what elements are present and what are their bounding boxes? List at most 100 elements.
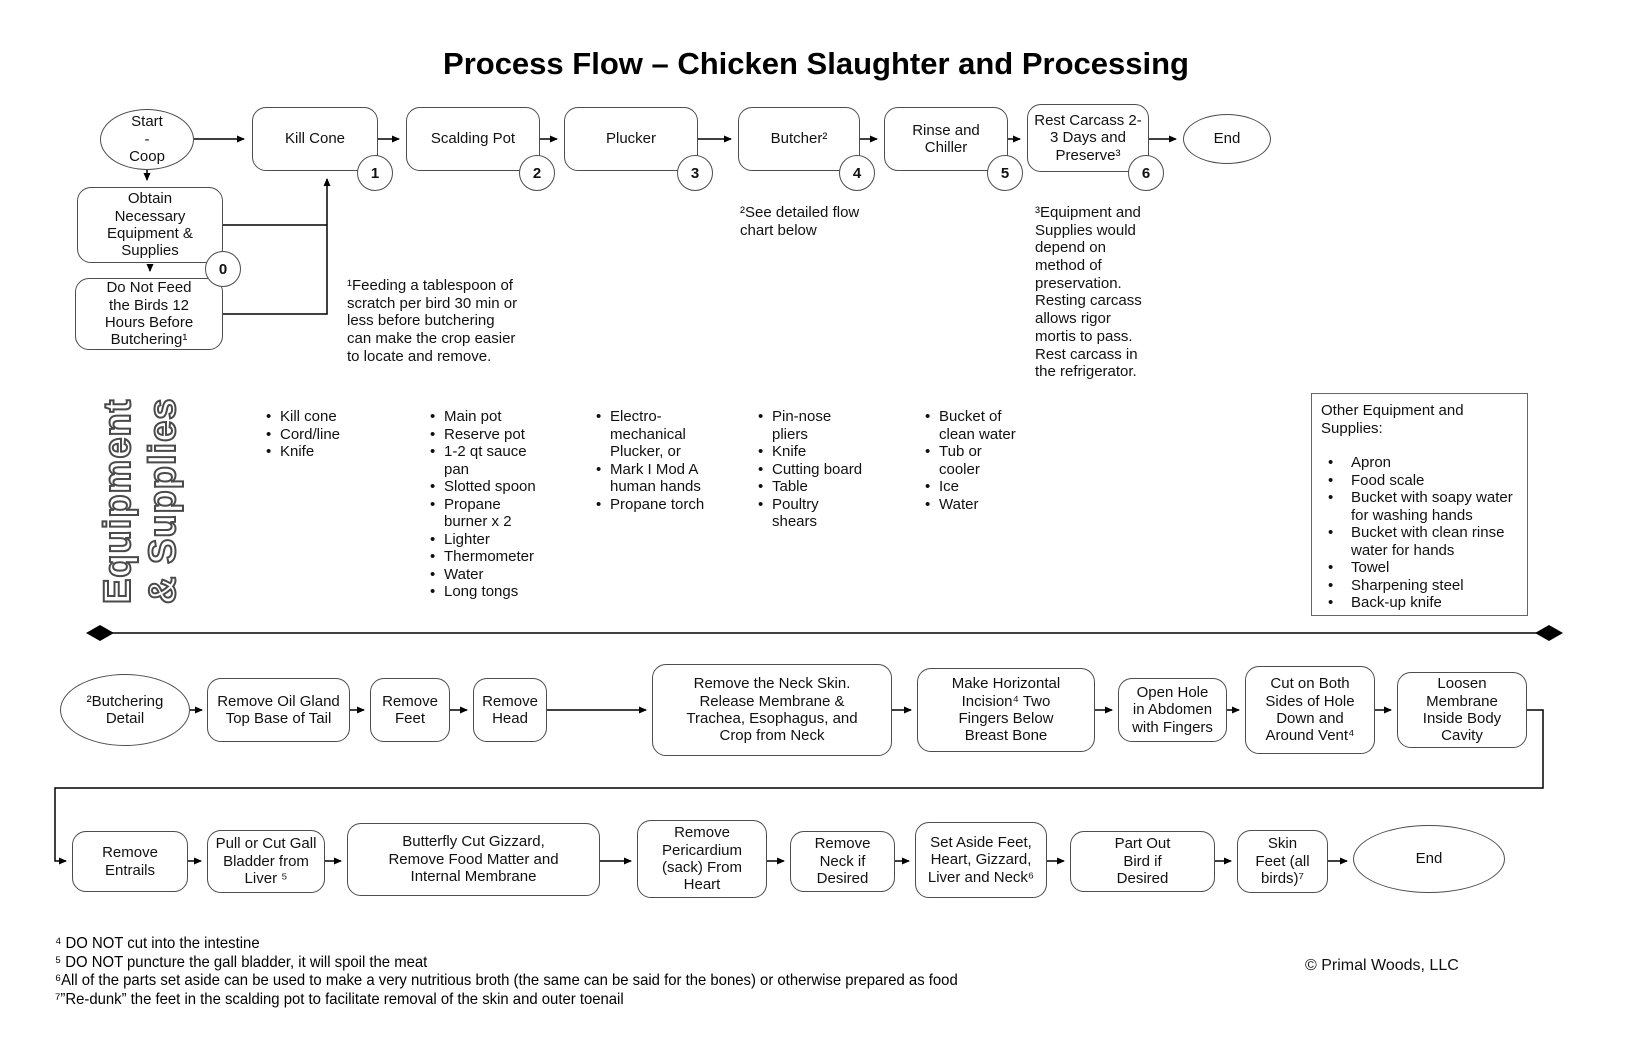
step-label: Cut on Both Sides of Hole Down and Aroun…: [1265, 675, 1355, 745]
step-label: Remove Head: [482, 692, 538, 727]
footnote-gall-bladder: ⁵ DO NOT puncture the gall bladder, it w…: [55, 953, 428, 971]
flow-step-rest-carcass: Rest Carcass 2-3 Days and Preserve³: [1027, 104, 1149, 172]
detail-step-cut-around-vent: Cut on Both Sides of Hole Down and Aroun…: [1245, 666, 1375, 754]
step-label: Scalding Pot: [430, 130, 516, 148]
step-label: Rest Carcass 2-3 Days and Preserve³: [1034, 111, 1142, 164]
page-title: Process Flow – Chicken Slaughter and Pro…: [443, 46, 1189, 81]
list-item: Towel: [1321, 559, 1521, 577]
step-label: Part Out Bird if Desired: [1114, 835, 1171, 888]
step-label: Butterfly Cut Gizzard, Remove Food Matte…: [388, 833, 559, 886]
step-label: Kill Cone: [284, 130, 346, 148]
list-item: Lighter: [428, 531, 540, 549]
list-item: Pin-nose pliers: [756, 408, 864, 443]
list-item: 1-2 qt sauce pan: [428, 443, 540, 478]
start-label: Start - Coop: [129, 113, 165, 166]
step-label: Make Horizontal Incision⁴ Two Fingers Be…: [951, 675, 1061, 745]
list-item: Water: [923, 496, 1026, 514]
step-label: Butcher²: [770, 130, 828, 148]
list-item: Sharpening steel: [1321, 577, 1521, 595]
equipment-list-plucker: Electro-mechanical Plucker, or Mark I Mo…: [594, 408, 708, 513]
butchering-detail-start-node: ²Butchering Detail: [60, 674, 190, 746]
detail-step-remove-entrails: Remove Entrails: [72, 831, 188, 892]
step-label: Plucker: [605, 130, 657, 148]
step-number-badge: 2: [519, 155, 555, 191]
step-label: Remove Pericardium (sack) From Heart: [661, 824, 743, 894]
list-item: Bucket with clean rinse water for hands: [1321, 524, 1521, 559]
step-number-badge: 0: [205, 251, 241, 287]
step-label: Remove Feet: [382, 692, 438, 727]
detail-step-butterfly-gizzard: Butterfly Cut Gizzard, Remove Food Matte…: [347, 823, 600, 896]
step-label: Remove Entrails: [102, 844, 158, 879]
flow-step-rinse-chiller: Rinse and Chiller: [884, 107, 1008, 171]
list-item: Thermometer: [428, 548, 540, 566]
list-item: Reserve pot: [428, 426, 540, 444]
list-item: Water: [428, 566, 540, 584]
list-item: Propane torch: [594, 496, 708, 514]
footnote-broth: ⁶All of the parts set aside can be used …: [55, 972, 958, 989]
list-item: Apron: [1321, 454, 1521, 472]
detail-step-open-hole: Open Hole in Abdomen with Fingers: [1118, 678, 1227, 742]
list-item: Back-up knife: [1321, 594, 1521, 612]
detail-step-horizontal-incision: Make Horizontal Incision⁴ Two Fingers Be…: [917, 668, 1095, 752]
equipment-list-kill-cone: Kill cone Cord/line Knife: [264, 408, 384, 461]
other-equipment-title: Other Equipment and Supplies:: [1321, 402, 1464, 437]
list-item: Cord/line: [264, 426, 384, 444]
step-number-badge: 6: [1128, 155, 1164, 191]
separator-diamond-ends: [86, 625, 1563, 641]
step-label: Remove Neck if Desired: [814, 835, 871, 888]
footnote-preservation: ³Equipment and Supplies would depend on …: [1035, 204, 1142, 381]
detail-step-remove-pericardium: Remove Pericardium (sack) From Heart: [637, 820, 767, 898]
detail-step-loosen-membrane: Loosen Membrane Inside Body Cavity: [1397, 672, 1527, 748]
footnote-feeding: ¹Feeding a tablespoon of scratch per bir…: [347, 277, 518, 365]
list-item: Mark I Mod A human hands: [594, 461, 708, 496]
start-node: Start - Coop: [100, 109, 194, 170]
equipment-label-line2: & Supplies: [141, 397, 185, 605]
step-label: Set Aside Feet, Heart, Gizzard, Liver an…: [927, 833, 1035, 886]
copyright: © Primal Woods, LLC: [1305, 957, 1459, 974]
end-node-main: End: [1183, 114, 1271, 164]
list-item: Main pot: [428, 408, 540, 426]
detail-step-remove-neck-skin: Remove the Neck Skin. Release Membrane &…: [652, 664, 892, 756]
list-item: Food scale: [1321, 472, 1521, 490]
list-item: Poultry shears: [756, 496, 864, 531]
detail-step-skin-feet: Skin Feet (all birds)⁷: [1237, 830, 1328, 893]
detail-step-set-aside-parts: Set Aside Feet, Heart, Gizzard, Liver an…: [915, 822, 1047, 898]
prep-box-do-not-feed: Do Not Feed the Birds 12 Hours Before Bu…: [75, 278, 223, 350]
step-label: Open Hole in Abdomen with Fingers: [1132, 683, 1213, 736]
other-equipment-box: Other Equipment and Supplies: Apron Food…: [1311, 393, 1528, 616]
list-item: Knife: [264, 443, 384, 461]
flow-step-kill-cone: Kill Cone: [252, 107, 378, 171]
step-number-badge: 4: [839, 155, 875, 191]
step-number-badge: 3: [677, 155, 713, 191]
step-label: Rinse and Chiller: [912, 121, 980, 156]
start-label: ²Butchering Detail: [86, 692, 164, 727]
list-item: Ice: [923, 478, 1026, 496]
detail-step-gall-bladder: Pull or Cut Gall Bladder from Liver ⁵: [207, 830, 325, 893]
footnote-redunk: ⁷”Re-dunk” the feet in the scalding pot …: [55, 990, 624, 1008]
step-number-badge: 1: [357, 155, 393, 191]
footnote-see-detail: ²See detailed flow chart below: [740, 204, 860, 239]
equipment-label-line1: Equipment: [96, 398, 140, 605]
list-item: Bucket with soapy water for washing hand…: [1321, 489, 1521, 524]
list-item: Knife: [756, 443, 864, 461]
list-item: Electro-mechanical Plucker, or: [594, 408, 708, 461]
flow-step-butcher: Butcher²: [738, 107, 860, 171]
detail-step-remove-oil-gland: Remove Oil Gland Top Base of Tail: [207, 678, 350, 742]
detail-step-part-out-bird: Part Out Bird if Desired: [1070, 831, 1215, 892]
equipment-list-rinse: Bucket of clean water Tub or cooler Ice …: [923, 408, 1026, 513]
prep-box-obtain-equipment: Obtain Necessary Equipment & Supplies: [77, 187, 223, 263]
flow-step-scalding-pot: Scalding Pot: [406, 107, 540, 171]
detail-step-remove-neck: Remove Neck if Desired: [790, 831, 895, 892]
list-item: Slotted spoon: [428, 478, 540, 496]
end-label: End: [1415, 850, 1443, 868]
equipment-list-butcher: Pin-nose pliers Knife Cutting board Tabl…: [756, 408, 864, 531]
detail-step-remove-head: Remove Head: [473, 678, 547, 742]
bottom-footnotes: ⁴ DO NOT cut into the intestine ⁵ DO NOT…: [55, 935, 958, 1009]
end-node-detail: End: [1353, 825, 1505, 893]
detail-step-remove-feet: Remove Feet: [370, 678, 450, 742]
step-label: Skin Feet (all birds)⁷: [1255, 835, 1310, 888]
step-number-badge: 5: [987, 155, 1023, 191]
step-label: Remove the Neck Skin. Release Membrane &…: [686, 675, 858, 745]
